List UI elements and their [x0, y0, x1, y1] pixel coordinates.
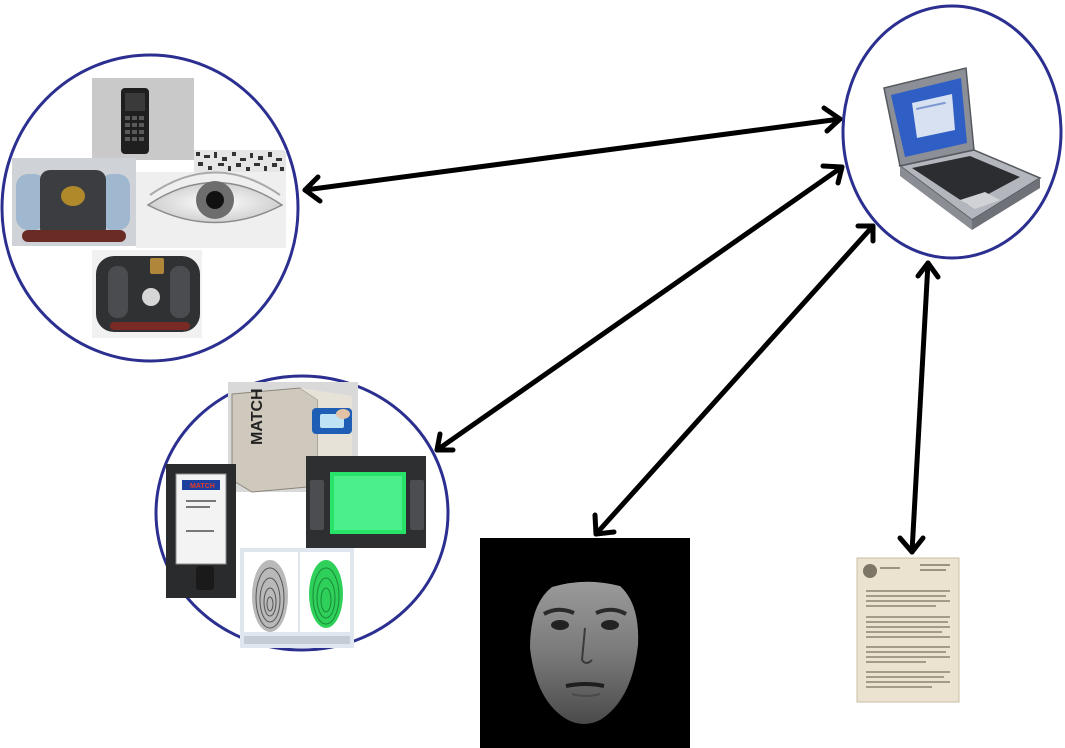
fingerprint-kiosk-icon: MATCH	[166, 464, 236, 598]
arrow-face-laptop	[592, 223, 876, 537]
match-label-small: MATCH	[190, 483, 215, 490]
arrow-fingerprint-devices-laptop	[434, 163, 845, 453]
mobile-devices-node	[0, 53, 300, 363]
document-node	[856, 557, 960, 703]
arrow-document-laptop	[897, 260, 941, 555]
fingerprint-devices-node: MATCH MATCH	[154, 374, 450, 652]
iris-scanner-icon	[12, 158, 136, 246]
eye-image-icon	[136, 171, 286, 248]
arrow-mobile-devices-laptop	[302, 105, 843, 204]
connection-arrows	[302, 105, 941, 555]
match-label: MATCH	[249, 388, 266, 445]
green-scanner-icon	[306, 456, 426, 548]
handheld-device-icon	[92, 78, 194, 160]
match-scanner-icon: MATCH	[228, 382, 358, 493]
face-image-icon	[530, 581, 639, 724]
document-icon	[856, 557, 960, 703]
laptop-icon	[883, 67, 1042, 230]
face-image-node	[480, 538, 690, 748]
fingerprint-image-icon	[240, 548, 354, 648]
iris-code-icon	[194, 150, 286, 174]
fingerprint-reader-icon	[92, 250, 202, 338]
laptop-node	[841, 4, 1063, 260]
